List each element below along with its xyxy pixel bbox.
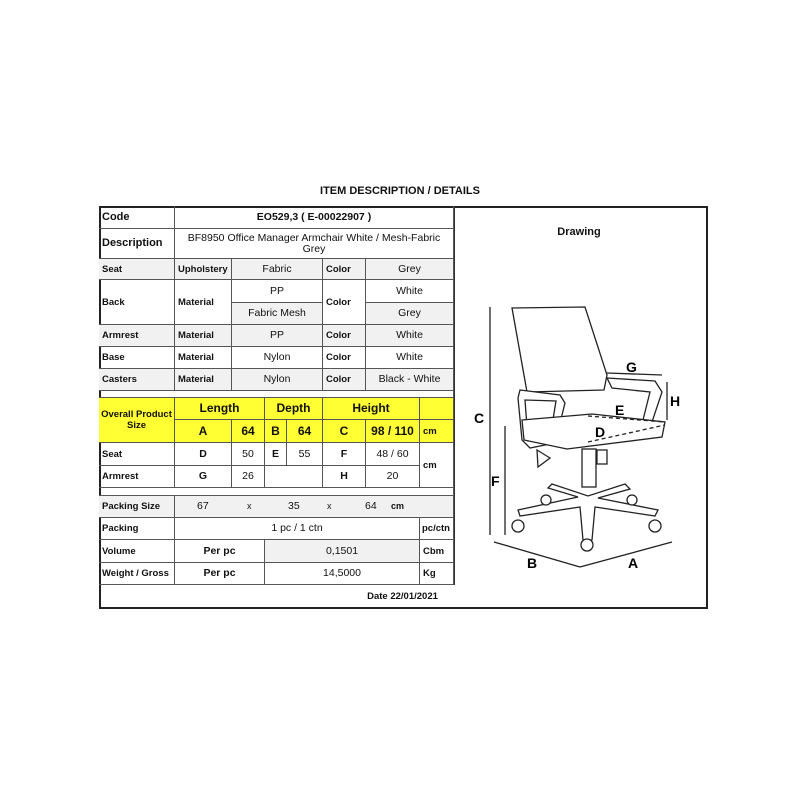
letter-h: H [670, 393, 680, 409]
dim-f-value: 48 / 60 [366, 443, 420, 466]
letter-e: E [615, 402, 624, 418]
dim-b: B [265, 420, 287, 443]
drawing-divider [454, 206, 455, 585]
length-header: Length [175, 398, 265, 420]
packing-size-label: Packing Size [99, 496, 175, 518]
letter-d: D [595, 424, 605, 440]
base-attr: Material [175, 347, 232, 369]
code-label: Code [99, 206, 175, 229]
description-value: BF8950 Office Manager Armchair White / M… [175, 229, 454, 259]
chair-outline [511, 306, 666, 552]
packing-value: 1 pc / 1 ctn [175, 518, 420, 540]
dim-unit-2: cm [420, 443, 454, 488]
base-color-label: Color [323, 347, 366, 369]
base-material: Nylon [232, 347, 323, 369]
dim-e-value: 55 [287, 443, 323, 466]
letter-a: A [628, 555, 638, 571]
volume-per: Per pc [175, 540, 265, 563]
base-color: White [366, 347, 454, 369]
casters-attr: Material [175, 369, 232, 391]
dim-unit: cm [420, 420, 454, 443]
casters-part: Casters [99, 369, 175, 391]
height-header: Height [323, 398, 420, 420]
back-part: Back [99, 280, 175, 325]
letter-f: F [491, 473, 500, 489]
packing-x1: x [247, 501, 252, 511]
seat-part: Seat [99, 259, 175, 280]
casters-color-label: Color [323, 369, 366, 391]
packing-x2: x [327, 501, 332, 511]
dimension-lines [489, 307, 673, 568]
dim-a: A [175, 420, 232, 443]
seat-material: Fabric [232, 259, 323, 280]
armrest-attr: Material [175, 325, 232, 347]
armrest-part: Armrest [99, 325, 175, 347]
armrest-dim-label: Armrest [99, 466, 175, 488]
dim-g-value: 26 [232, 466, 265, 488]
letter-g: G [626, 359, 637, 375]
dim-c-value: 98 / 110 [366, 420, 420, 443]
seat-color-label: Color [323, 259, 366, 280]
weight-label: Weight / Gross [99, 563, 175, 585]
date: Date 22/01/2021 [367, 590, 438, 602]
casters-color: Black - White [366, 369, 454, 391]
spacer-row [99, 391, 454, 398]
weight-value: 14,5000 [265, 563, 420, 585]
letter-b: B [527, 555, 537, 571]
dim-c: C [323, 420, 366, 443]
sheet-title: ITEM DESCRIPTION / DETAILS [320, 185, 480, 197]
packing-unit: cm [391, 501, 405, 511]
packing-width: 35 [288, 500, 300, 512]
spacer-row-2 [99, 488, 454, 496]
dim-d: D [175, 443, 232, 466]
seat-dim-label: Seat [99, 443, 175, 466]
dim-g: G [175, 466, 232, 488]
back-color-label: Color [323, 280, 366, 325]
back-material: PP [232, 280, 323, 303]
volume-label: Volume [99, 540, 175, 563]
back-color-2: Grey [366, 303, 454, 325]
dim-f: F [323, 443, 366, 466]
packing-unit: pc/ctn [420, 518, 454, 540]
description-label: Description [99, 229, 175, 259]
packing-length: 67 [197, 500, 209, 512]
empty-header [420, 398, 454, 420]
casters-material: Nylon [232, 369, 323, 391]
weight-per: Per pc [175, 563, 265, 585]
armrest-color: White [366, 325, 454, 347]
letter-c: C [474, 410, 484, 426]
packing-label: Packing [99, 518, 175, 540]
depth-header: Depth [265, 398, 323, 420]
dim-h-value: 20 [366, 466, 420, 488]
armrest-material: PP [232, 325, 323, 347]
weight-unit: Kg [420, 563, 454, 585]
volume-value: 0,1501 [265, 540, 420, 563]
seat-attr: Upholstery [175, 259, 232, 280]
dim-h: H [323, 466, 366, 488]
dim-a-value: 64 [232, 420, 265, 443]
dim-e: E [265, 443, 287, 466]
armrest-color-label: Color [323, 325, 366, 347]
back-color: White [366, 280, 454, 303]
dim-d-value: 50 [232, 443, 265, 466]
back-attr: Material [175, 280, 232, 325]
empty-cell [265, 466, 323, 488]
packing-height: 64 [365, 500, 377, 512]
dim-b-value: 64 [287, 420, 323, 443]
base-part: Base [99, 347, 175, 369]
drawing-label: Drawing [557, 226, 601, 238]
back-material-2: Fabric Mesh [232, 303, 323, 325]
volume-unit: Cbm [420, 540, 454, 563]
packing-size-value: 67 x 35 x 64 cm [175, 496, 454, 518]
overall-size-label: Overall Product Size [99, 398, 175, 443]
seat-color: Grey [366, 259, 454, 280]
code-value: EO529,3 ( E-00022907 ) [175, 206, 454, 229]
